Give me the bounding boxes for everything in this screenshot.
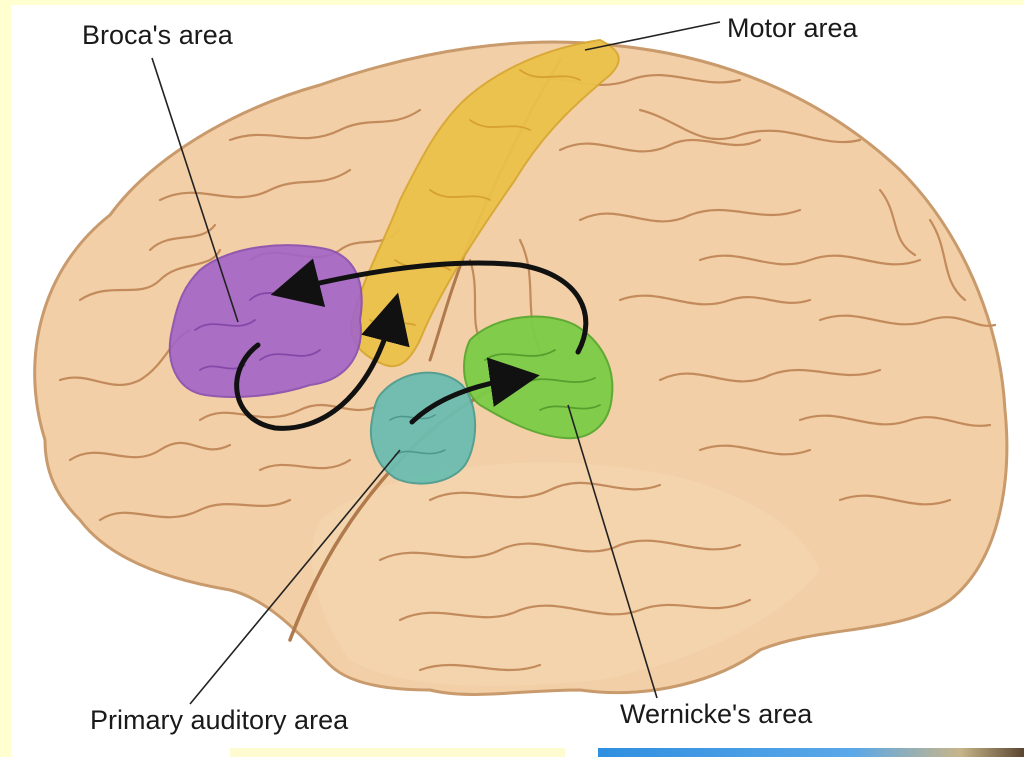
auditory-label: Primary auditory area <box>90 707 348 734</box>
wernicke-label: Wernicke's area <box>620 701 812 728</box>
motor-leader-line <box>585 22 720 50</box>
broca-label: Broca's area <box>82 22 233 49</box>
motor-label: Motor area <box>727 15 858 42</box>
bottom-blue-strip <box>598 748 1024 757</box>
bottom-yellow-strip <box>230 748 565 757</box>
